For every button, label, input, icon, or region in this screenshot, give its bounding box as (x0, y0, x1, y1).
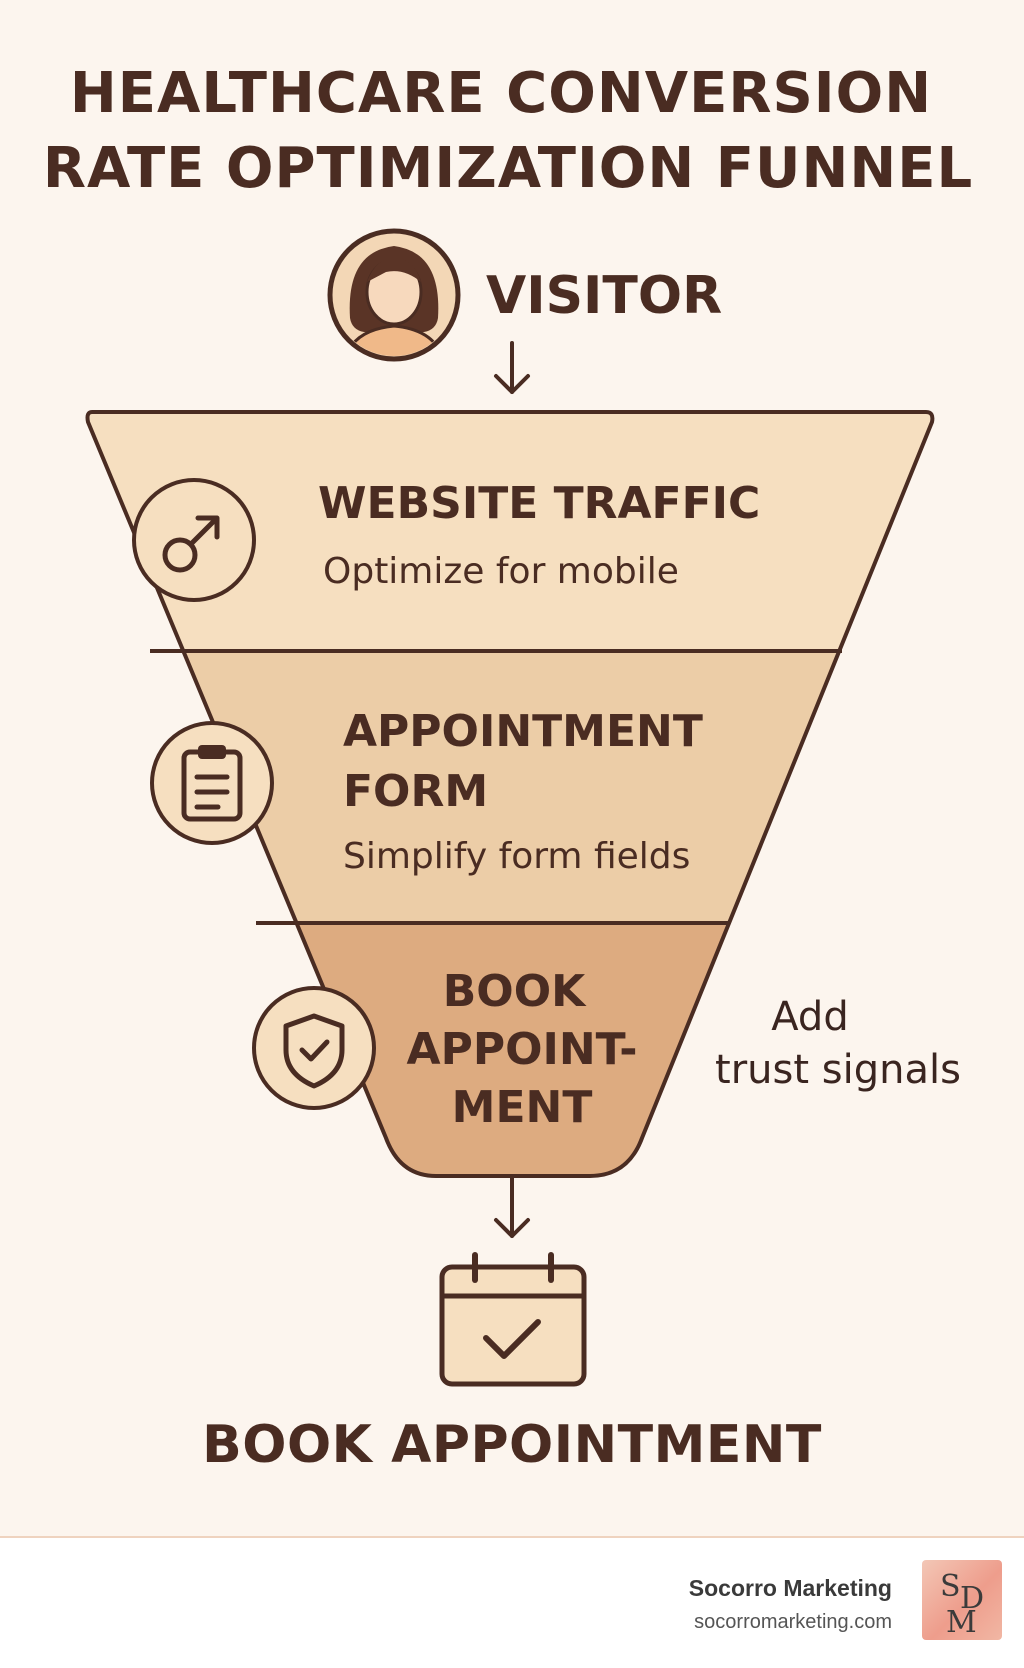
funnel-outline (85, 410, 935, 1178)
brand-logo: S D M (922, 1560, 1002, 1640)
brand-url[interactable]: socorromarketing.com (694, 1611, 892, 1633)
arrow-down-icon (494, 341, 530, 394)
footer: Socorro Marketing socorromarketing.com S… (0, 1536, 1024, 1668)
arrow-up-right-circle-icon (132, 478, 256, 602)
stage-3-title-line-3: MENT (452, 1082, 593, 1133)
brand-name: Socorro Marketing (688, 1575, 892, 1601)
person-avatar-icon (327, 228, 461, 362)
calendar-check-icon (439, 1252, 587, 1387)
stage-2-description: Simplify form fields (343, 836, 690, 877)
stage-2-title-line-1: APPOINTMENT (343, 706, 703, 757)
visitor-label: VISITOR (486, 266, 722, 326)
title-line-2: RATE OPTIMIZATION FUNNEL (43, 136, 973, 201)
stage-1-description: Optimize for mobile (323, 551, 679, 592)
stage-1-title: WEBSITE TRAFFIC (318, 478, 760, 529)
side-note-line-1: Add (771, 994, 848, 1040)
stage-3-title-line-1: BOOK (443, 966, 587, 1017)
logo-letter: M (946, 1605, 977, 1640)
result-label: BOOK APPOINTMENT (202, 1415, 822, 1475)
funnel-diagram: HEALTHCARE CONVERSION RATE OPTIMIZATION … (43, 61, 973, 1475)
clipboard-icon (150, 721, 274, 845)
logo-letter: D (960, 1581, 985, 1616)
stage-3-title-line-2: APPOINT- (407, 1024, 638, 1075)
logo-letter: S (940, 1569, 961, 1604)
shield-check-icon (252, 986, 376, 1110)
stage-2-title-line-2: FORM (343, 766, 488, 817)
arrow-down-icon (494, 1176, 530, 1238)
title-line-1: HEALTHCARE CONVERSION (70, 61, 932, 126)
side-note-line-2: trust signals (715, 1047, 961, 1093)
